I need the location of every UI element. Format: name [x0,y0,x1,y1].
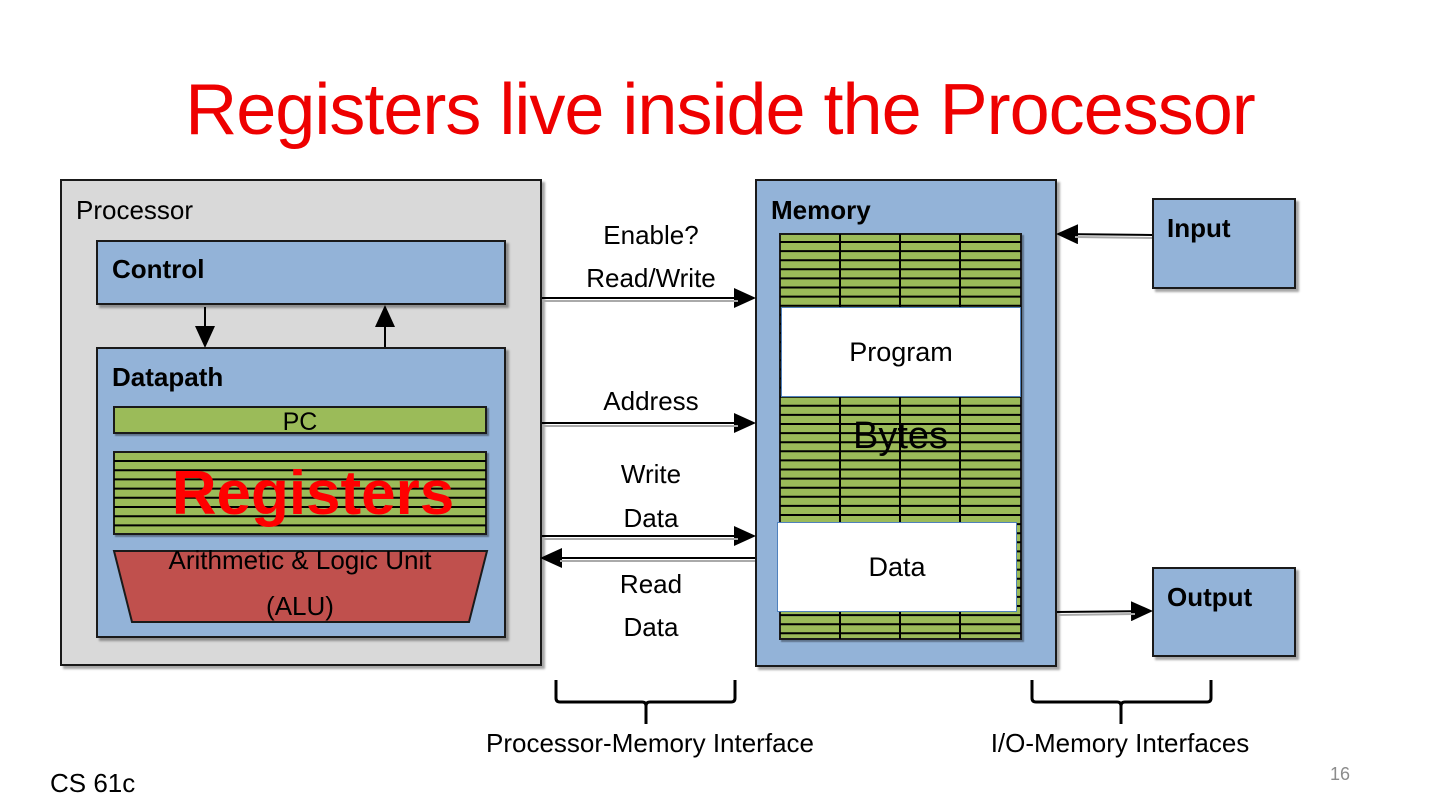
output-block [1152,567,1296,657]
registers-label: Registers [171,459,455,528]
pc-register [113,406,487,434]
write-data-label-line2: Data [623,503,679,533]
control-label: Control [112,254,205,284]
memory-label: Memory [771,195,871,225]
address-label: Address [603,386,699,416]
input-label: Input [1167,213,1231,243]
slide-title: Registers live inside the Processor [185,70,1255,150]
processor-memory-brace [554,680,737,724]
course-label: CS 61c [50,768,136,798]
alu-trapezoid [112,550,489,623]
write-data-label-line1: Write [620,459,682,489]
input-to-memory-arrow [1056,224,1153,245]
data-region: Data [777,522,1017,612]
output-label: Output [1167,582,1253,612]
program-label: Program [849,336,953,367]
control-block [96,240,506,305]
read-data-label-line1: Read [619,569,683,599]
processor-memory-interface-label: Processor-Memory Interface [486,728,814,758]
memory-to-output-arrow [1056,601,1153,622]
page-number: 16 [1330,764,1351,784]
program-region: Program [781,307,1021,397]
bytes-label: Bytes [852,415,949,457]
io-memory-brace [1030,680,1213,724]
datapath-label: Datapath [112,362,224,392]
enable-label-line1: Enable? [603,220,699,250]
data-label: Data [868,551,926,582]
read-data-label-line2: Data [623,612,679,642]
enable-label-line2: Read/Write [586,263,716,293]
processor-label: Processor [76,195,194,225]
input-block [1152,198,1296,289]
register-file [113,451,487,535]
io-memory-interfaces-label: I/O-Memory Interfaces [990,728,1250,758]
pc-label: PC [282,408,318,436]
alu-label-line1: Arithmetic & Logic Unit [168,545,432,575]
alu-label-line2: (ALU) [266,591,334,621]
